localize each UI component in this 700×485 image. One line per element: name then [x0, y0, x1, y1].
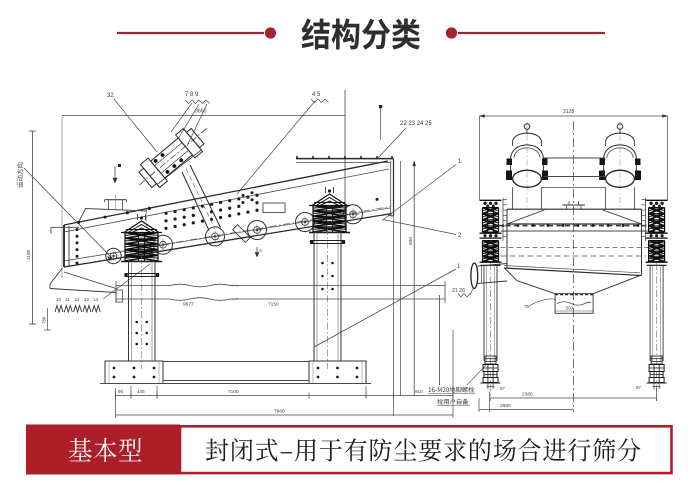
svg-text:97: 97 — [500, 386, 505, 391]
svg-text:21 26: 21 26 — [452, 288, 465, 294]
svg-text:2380: 2380 — [522, 392, 533, 398]
svg-text:90: 90 — [118, 389, 124, 394]
svg-text:750: 750 — [42, 316, 47, 324]
svg-text:32: 32 — [107, 93, 114, 99]
svg-text:7100: 7100 — [228, 389, 239, 395]
svg-text:3660: 3660 — [195, 109, 207, 115]
svg-text:9677: 9677 — [183, 302, 194, 308]
svg-text:14: 14 — [93, 297, 98, 302]
svg-text:1180: 1180 — [26, 249, 32, 260]
svg-text:11: 11 — [65, 297, 70, 302]
svg-text:8: 8 — [260, 248, 263, 253]
svg-text:12: 12 — [75, 297, 80, 302]
svg-text:900: 900 — [408, 237, 414, 245]
svg-text:3128: 3128 — [563, 109, 574, 115]
svg-text:10: 10 — [56, 297, 61, 302]
svg-text:75: 75 — [524, 304, 530, 309]
svg-text:22 23 24 25: 22 23 24 25 — [400, 121, 432, 127]
svg-text:1: 1 — [458, 159, 462, 165]
svg-text:2980: 2980 — [500, 403, 511, 409]
svg-text:2: 2 — [458, 233, 462, 239]
svg-text:910: 910 — [415, 389, 423, 394]
svg-text:7150: 7150 — [268, 302, 279, 308]
svg-text:445: 445 — [137, 389, 145, 394]
svg-text:500: 500 — [566, 306, 574, 311]
svg-text:7980: 7980 — [274, 409, 285, 415]
svg-text:13: 13 — [84, 297, 89, 302]
svg-text:1: 1 — [457, 264, 461, 270]
svg-text:4 5: 4 5 — [312, 92, 321, 98]
svg-text:97: 97 — [636, 385, 641, 390]
svg-text:7 8 9: 7 8 9 — [185, 92, 199, 98]
